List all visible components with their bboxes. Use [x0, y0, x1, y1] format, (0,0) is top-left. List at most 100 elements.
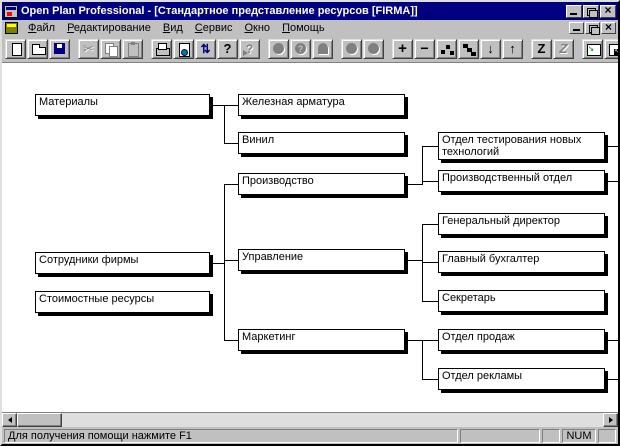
circle-icon [366, 41, 382, 57]
connector-line [405, 260, 423, 261]
horizontal-scrollbar[interactable] [2, 412, 618, 427]
resource-node-secretary[interactable]: Секретарь [438, 290, 605, 312]
close-button[interactable] [600, 4, 616, 18]
plus-button[interactable] [392, 39, 413, 59]
zoom-window-button[interactable] [604, 39, 618, 59]
connector-stub-right [605, 340, 618, 341]
connector-line [210, 105, 225, 106]
steps-button[interactable] [458, 39, 479, 59]
mdi-minimize-button[interactable] [569, 22, 584, 34]
menu-item-3[interactable]: Вид [162, 22, 183, 34]
z-script-button [553, 39, 574, 59]
resource-node-accountant[interactable]: Главный бухгалтер [438, 251, 605, 273]
link-nodes-button[interactable] [436, 39, 457, 59]
document-icon[interactable] [5, 22, 18, 34]
connector-stub-right [605, 379, 618, 380]
app-icon[interactable] [4, 4, 18, 18]
arch-icon [315, 41, 331, 57]
minimize-button[interactable] [566, 4, 582, 18]
link-nodes-icon [439, 41, 455, 57]
preview-icon [176, 41, 192, 57]
mdi-window-controls [569, 22, 616, 35]
scroll-right-button[interactable] [603, 413, 618, 427]
menu-item-4[interactable]: Сервис [194, 22, 233, 34]
menu-item-2[interactable]: Редактирование [67, 22, 151, 34]
connector-line [422, 224, 423, 302]
cut-icon [81, 41, 97, 57]
exchange-button[interactable] [195, 39, 216, 59]
window-title: Open Plan Professional - [Стандартное пр… [21, 5, 418, 17]
resource-node-iron[interactable]: Железная арматура [238, 94, 405, 116]
open-button[interactable] [27, 39, 48, 59]
arrow-up-button[interactable] [502, 39, 523, 59]
resource-node-cost[interactable]: Стоимостные ресурсы [35, 291, 210, 313]
resource-node-marketing[interactable]: Маркетинг [238, 329, 405, 351]
scroll-thumb[interactable] [17, 413, 62, 427]
resource-node-vinyl[interactable]: Винил [238, 132, 405, 154]
status-panel-1 [460, 428, 540, 443]
restore-button[interactable] [583, 4, 599, 18]
z-button[interactable] [531, 39, 552, 59]
resource-node-advertising[interactable]: Отдел рекламы [438, 368, 605, 390]
connector-line [422, 262, 438, 263]
minus-icon [417, 41, 433, 57]
help-icon [220, 41, 236, 57]
copy-icon [103, 41, 119, 57]
num-lock-indicator: NUM [562, 428, 596, 443]
z-icon [534, 41, 550, 57]
print-button[interactable] [151, 39, 172, 59]
resource-node-director[interactable]: Генеральный директор [438, 213, 605, 235]
title-bar: Open Plan Professional - [Стандартное пр… [2, 2, 618, 20]
connector-line [422, 146, 438, 147]
connector-line [422, 379, 438, 380]
paste-button [122, 39, 143, 59]
circle-icon [271, 41, 287, 57]
resource-node-management[interactable]: Управление [238, 249, 405, 271]
resource-node-testing[interactable]: Отдел тестирования новых технологий [438, 132, 605, 160]
status-bar: Для получения помощи нажмите F1 NUM [2, 427, 618, 444]
connector-line [422, 224, 438, 225]
resource-node-production[interactable]: Производство [238, 173, 405, 195]
menu-item-6[interactable]: Помощь [282, 22, 325, 34]
ctx-help-icon [242, 41, 258, 57]
connector-line [224, 105, 238, 106]
connector-line [224, 184, 238, 185]
connector-line [405, 340, 423, 341]
arrow-down-button[interactable] [480, 39, 501, 59]
arch-button [312, 39, 333, 59]
resource-node-sales[interactable]: Отдел продаж [438, 329, 605, 351]
circle-question-icon [293, 41, 309, 57]
preview-button[interactable] [173, 39, 194, 59]
zoom-window-icon [607, 41, 618, 57]
resource-node-materials[interactable]: Материалы [35, 94, 210, 116]
print-icon [154, 41, 170, 57]
save-button[interactable] [49, 39, 70, 59]
help-button[interactable] [217, 39, 238, 59]
scroll-left-button[interactable] [2, 413, 17, 427]
connector-stub-right [605, 146, 618, 147]
connector-line [224, 105, 225, 144]
circle-icon [344, 41, 360, 57]
menu-item-1[interactable]: Файл [28, 22, 56, 34]
mdi-restore-button[interactable] [585, 22, 600, 35]
connector-line [422, 146, 423, 185]
status-panel-3 [598, 428, 616, 443]
toolbar [2, 36, 618, 63]
arrow-down-icon [483, 41, 499, 57]
scroll-right-icon [608, 417, 613, 423]
resource-node-employees[interactable]: Сотрудники фирмы [35, 252, 210, 274]
connector-line [224, 184, 225, 341]
new-button[interactable] [5, 39, 26, 59]
menu-item-5[interactable]: Окно [244, 22, 271, 34]
mdi-close-button[interactable] [601, 22, 616, 34]
connector-line [224, 340, 238, 341]
zoom-out-window-icon [585, 41, 601, 57]
z-script-icon [556, 41, 572, 57]
window-controls [566, 4, 616, 18]
new-icon [8, 41, 24, 57]
connector-line [422, 181, 438, 182]
paste-icon [125, 41, 141, 57]
resource-node-prod_dept[interactable]: Производственный отдел [438, 170, 605, 192]
zoom-out-window-button[interactable] [582, 39, 603, 59]
minus-button[interactable] [414, 39, 435, 59]
